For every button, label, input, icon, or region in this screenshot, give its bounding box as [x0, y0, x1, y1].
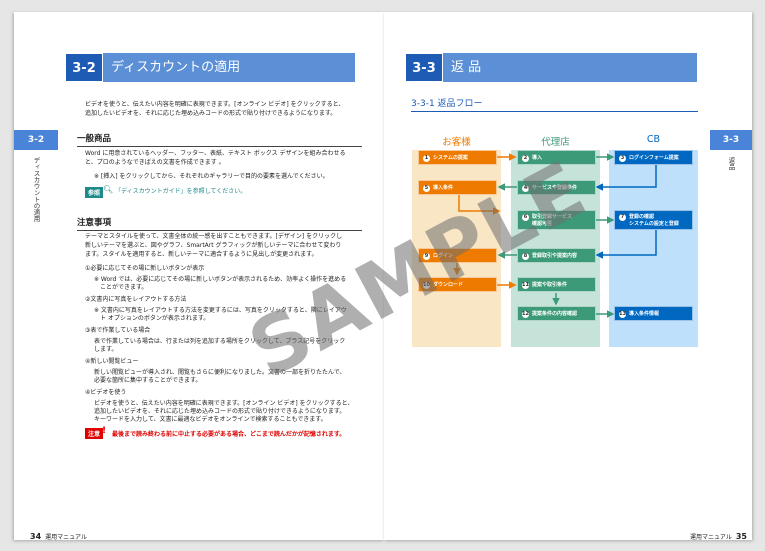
item-body: ※ 文書内に写真をレイアウトする方法を変更するには、写真をクリックすると、隣にレ… [94, 307, 347, 314]
side-label: ディスカウントの適用 [32, 157, 40, 222]
item-body: ことができます。 [94, 284, 148, 291]
column-header-customer: お客様 [442, 137, 471, 148]
item-title: ②文書内に写真をレイアウトする方法 [85, 296, 187, 303]
item-body: します。 [94, 346, 118, 353]
item-body: 表で作業している場合は、行または列を追加する場所をクリックして、プラス記号をクリ… [94, 338, 346, 345]
subsection-title: 3-3-1 返品フロー [411, 96, 698, 112]
caution-text: 最後まで読み終わる前に中止する必要がある場合、どこまで読んだかが記憶されます。 [112, 431, 346, 438]
page-number: 35 [735, 532, 747, 541]
footer-title: 運用マニュアル [45, 534, 87, 541]
general-text: Word に用意されているヘッダー、フッター、表紙、テキスト ボックス デザイン… [85, 150, 346, 157]
reference-badge: 参照 [85, 187, 104, 198]
arrow-5-6 [458, 195, 501, 215]
section-number: 3-3 [405, 53, 443, 82]
item-title: ④新しい閲覧ビュー [85, 358, 139, 365]
notes-text: ます。スタイルを適用すると、新しいテーマに適合するように見出しが変更されます。 [85, 251, 318, 258]
arrow-7-8 [595, 230, 657, 259]
item-body: ※ Word では、必要に応じてその場に新しいボタンが表示されるため、効率よく操… [94, 276, 347, 283]
column-header-cb: CB [646, 134, 661, 145]
side-tab: 3-2 [14, 130, 58, 150]
magnifier-icon: 🔍︎ [103, 185, 114, 194]
heading-general: 一般商品 [77, 132, 362, 147]
section-header: 3-2 ディスカウントの適用 [65, 53, 355, 82]
item-title: ③表で作業している場合 [85, 327, 151, 334]
side-tab: 3-3 [710, 130, 752, 150]
notes-text: 新しいテーマを選ぶと、図やグラフ、SmartArt グラフィックが新しいテーマに… [85, 242, 342, 249]
side-label: 返品 [727, 157, 735, 170]
item-body: 必要な箇所に集中することができます。 [94, 377, 202, 384]
page-number: 34 [30, 532, 42, 541]
item-body: ビデオを使うと、伝えたい内容を明確に表現できます。[オンライン ビデオ] をクリ… [94, 400, 354, 407]
section-title: 返 品 [451, 60, 482, 75]
item-body: キーワードを入力して、文書に最適なビデオをオンラインで検索することもできます。 [94, 416, 327, 423]
section-number: 3-2 [65, 53, 103, 82]
column-header-agent: 代理店 [541, 137, 570, 148]
intro-line: ビデオを使うと、伝えたい内容を明確に表現できます。[オンライン ビデオ] をクリ… [85, 101, 345, 108]
exclamation-icon: ! [102, 426, 107, 436]
section-title: ディスカウントの適用 [111, 60, 241, 75]
item-body: 新しい閲覧ビューが導入され、閲覧もさらに便利になりました。文書の一部を折りたたん… [94, 369, 346, 376]
heading-notes: 注意事項 [77, 216, 362, 231]
footer-title: 運用マニュアル [690, 534, 732, 541]
general-note: ※ [挿入] をクリックしてから、それぞれのギャラリーで目的の要素を選んでくださ… [94, 173, 329, 180]
flow-arrows [453, 153, 657, 318]
item-title: ①必要に応じてその場に新しいボタンが表示 [85, 265, 205, 272]
general-text: と、プロのようなできばえの文書を作成できます 。 [85, 159, 225, 166]
item-body: ト オプションのボタンが表示されます。 [94, 315, 210, 322]
item-title: ④ビデオを使う [85, 389, 127, 396]
intro-line: 追加したいビデオを、それに応じた埋め込みコードの形式で貼り付けできるようになりま… [85, 110, 337, 117]
caution-badge: 注意 [85, 428, 104, 439]
notes-text: テーマとスタイルを使って、文書全体の統一感を出すこともできます。[デザイン] を… [85, 233, 343, 240]
left-page: 3-2 ディスカウントの適用 3-2 ディスカウントの適用 ビデオを使うと、伝え… [14, 12, 384, 541]
section-header: 3-3 返 品 [405, 53, 697, 82]
item-body: 追加したいビデオを、それに応じた埋め込みコードの形式で貼り付けできるようになりま… [94, 408, 346, 415]
reference-link[interactable]: 「ディスカウントガイド」を参照してください。 [115, 188, 247, 195]
arrow-3-4 [595, 165, 657, 191]
